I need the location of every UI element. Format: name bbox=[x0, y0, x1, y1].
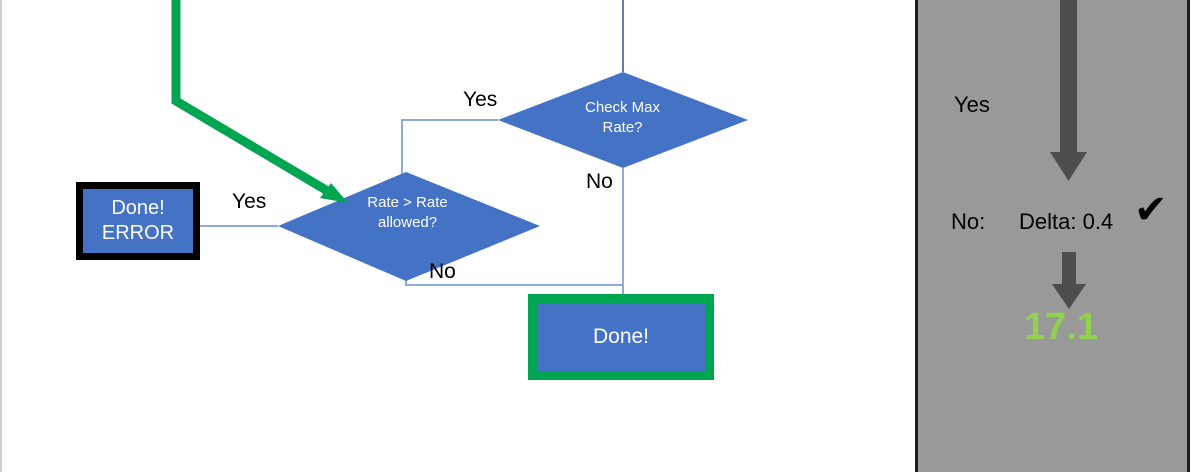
right-margin bbox=[1190, 0, 1202, 472]
green-flow-arrow-line bbox=[171, 0, 339, 200]
canvas-left-edge bbox=[0, 0, 2, 472]
panel-arrow-bottom bbox=[1052, 252, 1086, 309]
flowchart-canvas: Done! ERROR Done! Rate > Rate allowed? C… bbox=[0, 0, 748, 472]
green-flow-arrow-head bbox=[320, 183, 348, 203]
connector-yes-max-to-rate bbox=[401, 119, 498, 174]
flowchart-graphics bbox=[171, 0, 748, 296]
check-mark-icon: ✔ bbox=[1134, 188, 1168, 232]
process-box-done-label: Done! bbox=[592, 324, 650, 348]
panel-result-value: 17.1 bbox=[1024, 306, 1098, 348]
decision-shape-check-max-rate bbox=[498, 72, 748, 168]
process-box-done[interactable]: Done! bbox=[528, 294, 714, 380]
panel-yes-label: Yes bbox=[954, 92, 990, 117]
edge-label-yes-from-max-rate: Yes bbox=[463, 88, 498, 111]
panel-arrow-top bbox=[1050, 0, 1087, 181]
panel-arrows bbox=[1050, 0, 1087, 309]
panel-delta-value: Delta: 0.4 bbox=[1019, 209, 1114, 234]
process-box-done-error-line2: ERROR bbox=[101, 222, 175, 244]
side-panel: Yes No: Delta: 0.4 ✔ 17.1 bbox=[915, 0, 1190, 472]
process-box-done-error[interactable]: Done! ERROR bbox=[76, 182, 200, 260]
edge-label-no-from-max-rate: No bbox=[586, 170, 613, 193]
panel-no-label: No: bbox=[951, 209, 986, 234]
edge-label-no-from-rate: No bbox=[429, 260, 456, 283]
edge-label-yes-to-error: Yes bbox=[232, 190, 267, 213]
process-box-done-error-line1: Done! bbox=[111, 197, 165, 219]
